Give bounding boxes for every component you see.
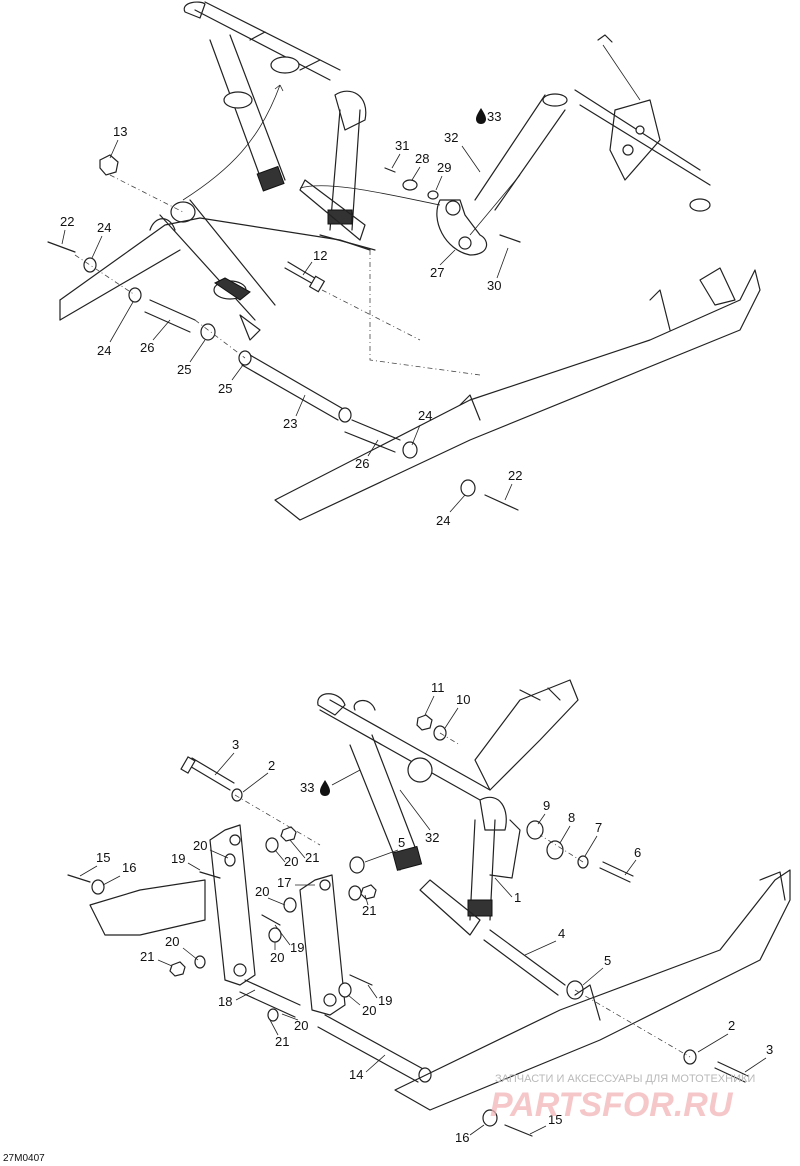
callout-22: 22	[60, 214, 74, 229]
watermark: ЗАПЧАСТИ И АКСЕССУАРЫ ДЛЯ МОТОТЕХНИКИ PA…	[490, 1073, 755, 1124]
callout-32: 32	[444, 130, 458, 145]
callout-15: 15	[548, 1112, 562, 1127]
callout-23: 23	[283, 416, 297, 431]
callout-20: 20	[270, 950, 284, 965]
callout-16: 16	[122, 860, 136, 875]
callout-20: 20	[165, 934, 179, 949]
callout-14: 14	[349, 1067, 363, 1082]
callout-24: 24	[97, 343, 111, 358]
callout-3: 3	[766, 1042, 773, 1057]
callout-3: 3	[232, 737, 239, 752]
callout-2: 2	[268, 758, 275, 773]
oil-drop-icon	[320, 780, 330, 796]
callout-20: 20	[255, 884, 269, 899]
callout-19: 19	[378, 993, 392, 1008]
callout-26: 26	[140, 340, 154, 355]
callout-20: 20	[193, 838, 207, 853]
callout-17: 17	[277, 875, 291, 890]
callout-15: 15	[96, 850, 110, 865]
callout-2: 2	[728, 1018, 735, 1033]
callout-33: 33	[487, 109, 501, 124]
callout-19: 19	[171, 851, 185, 866]
watermark-tagline: ЗАПЧАСТИ И АКСЕССУАРЫ ДЛЯ МОТОТЕХНИКИ	[495, 1073, 755, 1085]
callout-30: 30	[487, 278, 501, 293]
callout-13: 13	[113, 124, 127, 139]
oil-drop-icon	[476, 108, 486, 124]
callout-25: 25	[177, 362, 191, 377]
bottom-callouts: 11 10 3 2 33 32 5 9 8 7 6 20 19 21 15 16…	[79, 680, 773, 1145]
callout-21: 21	[362, 903, 376, 918]
callout-1: 1	[514, 890, 521, 905]
callout-32: 32	[425, 830, 439, 845]
callout-4: 4	[558, 926, 565, 941]
top-assembly	[47, 1, 761, 521]
callout-12: 12	[313, 248, 327, 263]
callout-16: 16	[455, 1130, 469, 1145]
callout-6: 6	[634, 845, 641, 860]
callout-9: 9	[543, 798, 550, 813]
callout-28: 28	[415, 151, 429, 166]
callout-27: 27	[430, 265, 444, 280]
callout-22: 22	[508, 468, 522, 483]
callout-5: 5	[398, 835, 405, 850]
callout-21: 21	[305, 850, 319, 865]
callout-8: 8	[568, 810, 575, 825]
callout-21: 21	[140, 949, 154, 964]
callout-24: 24	[436, 513, 450, 528]
callout-7: 7	[595, 820, 602, 835]
callout-19: 19	[290, 940, 304, 955]
top-callouts: 13 22 24 24 26 25 12 25 23 26 24 22 24 3…	[60, 108, 522, 528]
callout-20: 20	[362, 1003, 376, 1018]
callout-11: 11	[431, 680, 445, 695]
callout-24: 24	[418, 408, 432, 423]
callout-20: 20	[284, 854, 298, 869]
callout-5: 5	[604, 953, 611, 968]
callout-10: 10	[456, 692, 470, 707]
callout-24: 24	[97, 220, 111, 235]
bottom-assembly	[67, 679, 791, 1137]
callout-33: 33	[300, 780, 314, 795]
diagram-code: 27M0407	[3, 1153, 45, 1164]
callout-25: 25	[218, 381, 232, 396]
callout-20: 20	[294, 1018, 308, 1033]
callout-31: 31	[395, 138, 409, 153]
callout-26: 26	[355, 456, 369, 471]
callout-21: 21	[275, 1034, 289, 1049]
callout-29: 29	[437, 160, 451, 175]
callout-18: 18	[218, 994, 232, 1009]
watermark-logo: PARTSFOR.RU	[490, 1086, 734, 1124]
